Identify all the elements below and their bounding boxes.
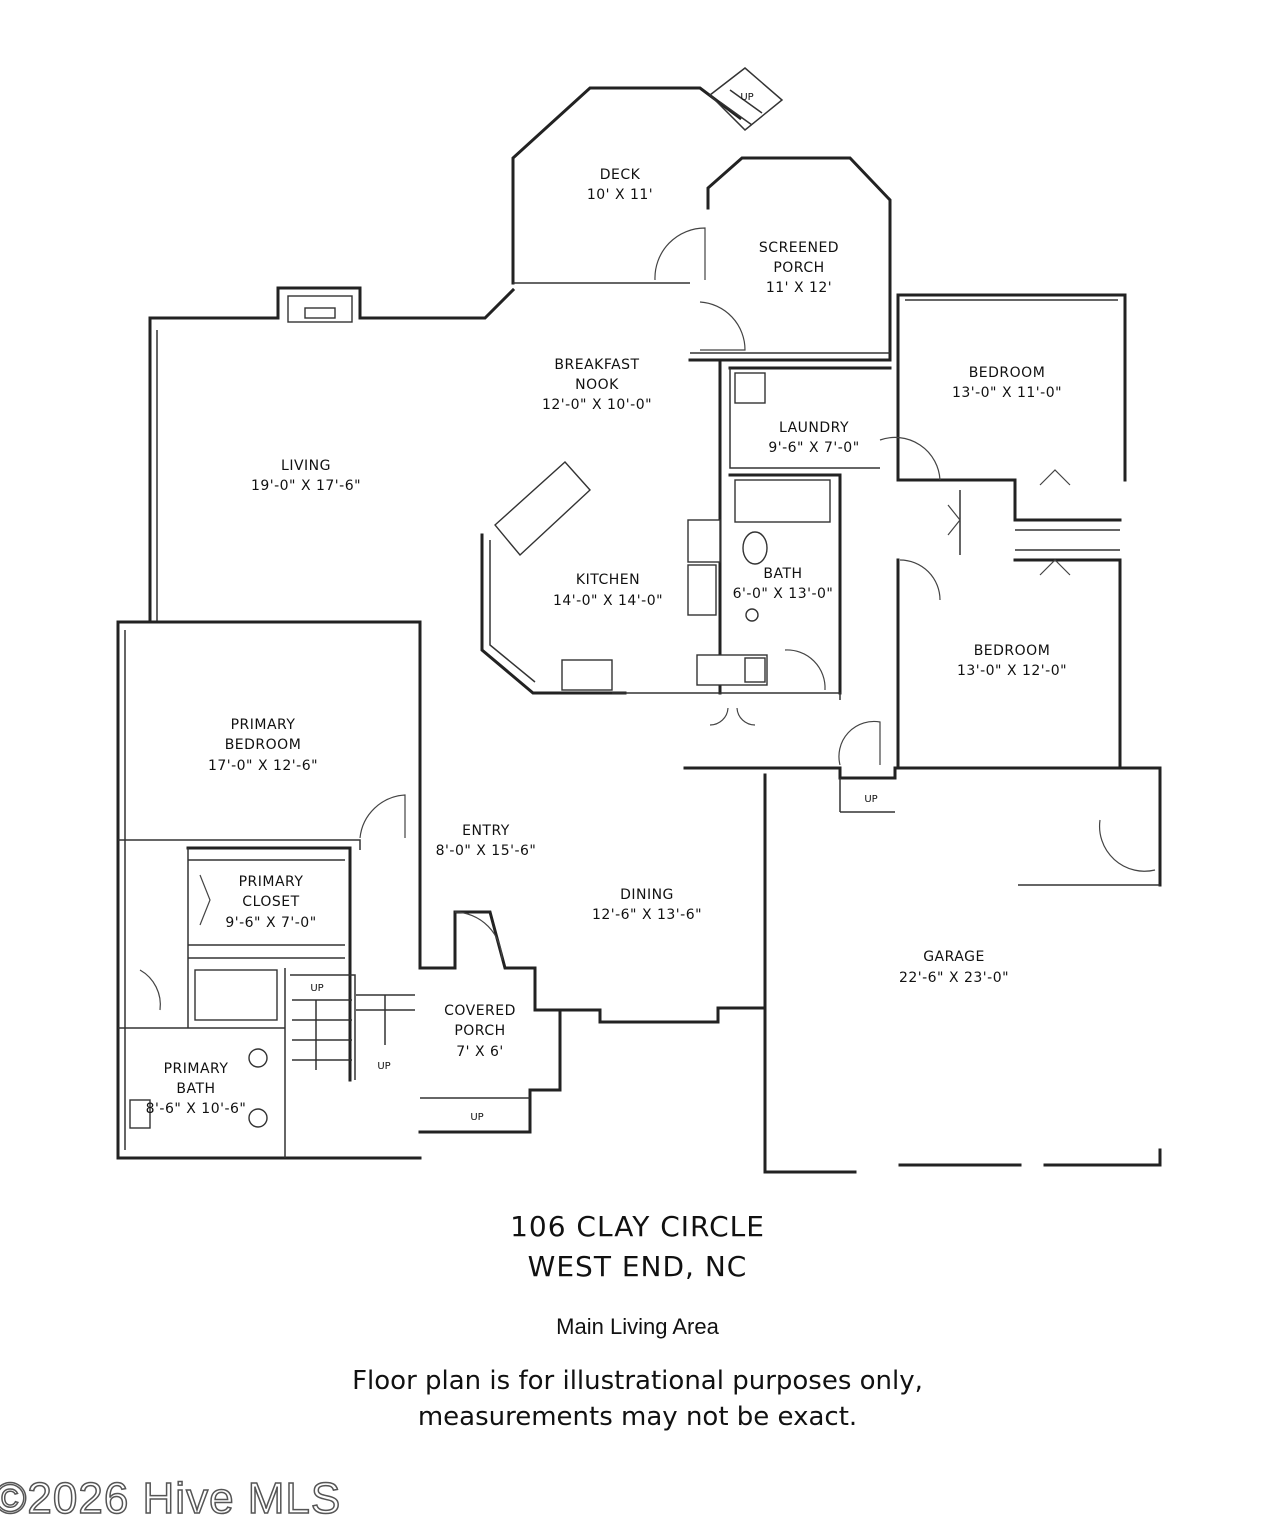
disclaimer-line-1: Floor plan is for illustrational purpose… <box>352 1366 923 1396</box>
room-breakfast-name2: NOOK <box>575 377 619 393</box>
room-labels: DECK 10' X 11' SCREENED PORCH 11' X 12' … <box>146 167 1067 1117</box>
address-line-1: 106 CLAY CIRCLE <box>510 1210 765 1243</box>
room-garage-name: GARAGE <box>923 949 985 965</box>
room-bedroom1-dims: 13'-0" X 11'-0" <box>952 385 1062 401</box>
room-primary-closet-dims: 9'-6" X 7'-0" <box>225 915 316 931</box>
door-swings <box>139 227 1156 1011</box>
room-deck-dims: 10' X 11' <box>587 187 653 203</box>
room-primary-bedroom-name2: BEDROOM <box>225 737 302 753</box>
room-covered-porch-name2: PORCH <box>454 1023 505 1039</box>
room-breakfast-name: BREAKFAST <box>554 357 639 373</box>
room-dining-name: DINING <box>620 887 674 903</box>
room-primary-bedroom-dims: 17'-0" X 12'-6" <box>208 758 318 774</box>
room-living-dims: 19'-0" X 17'-6" <box>251 478 361 494</box>
room-covered-porch-name: COVERED <box>444 1003 516 1019</box>
watermark: ©2026 Hive MLS <box>0 1473 342 1524</box>
room-laundry-name: LAUNDRY <box>779 420 849 436</box>
room-breakfast-dims: 12'-0" X 10'-0" <box>542 397 652 413</box>
room-primary-closet-name2: CLOSET <box>242 894 299 910</box>
stair-up-label-porch: UP <box>470 1112 483 1123</box>
bath-fixtures <box>129 969 278 1129</box>
room-bedroom2-name: BEDROOM <box>974 643 1051 659</box>
room-kitchen-dims: 14'-0" X 14'-0" <box>553 593 663 609</box>
room-deck-name: DECK <box>600 167 641 183</box>
room-bedroom2-dims: 13'-0" X 12'-0" <box>957 663 1067 679</box>
room-bath-name: BATH <box>763 566 802 582</box>
room-entry-name: ENTRY <box>462 823 510 839</box>
room-garage-dims: 22'-6" X 23'-0" <box>899 970 1009 986</box>
room-primary-closet-name: PRIMARY <box>239 874 304 890</box>
room-entry-dims: 8'-0" X 15'-6" <box>436 843 537 859</box>
room-primary-bath-name: PRIMARY <box>164 1061 229 1077</box>
stair-labels: UP UP UP UP UP <box>310 92 877 1123</box>
stair-up-label-side: UP <box>377 1061 390 1072</box>
room-primary-bath-name2: BATH <box>176 1081 215 1097</box>
room-kitchen-name: KITCHEN <box>576 572 640 588</box>
room-primary-bedroom-name: PRIMARY <box>231 717 296 733</box>
room-living-name: LIVING <box>281 458 331 474</box>
stair-up-label-interior: UP <box>310 983 323 994</box>
room-screened-dims: 11' X 12' <box>766 280 832 296</box>
room-primary-bath-dims: 8'-6" X 10'-6" <box>146 1101 247 1117</box>
floor-subtitle: Main Living Area <box>556 1314 719 1339</box>
room-screened-name: SCREENED <box>759 240 839 256</box>
stair-up-label-deck: UP <box>740 92 753 103</box>
room-bath-dims: 6'-0" X 13'-0" <box>733 586 834 602</box>
exterior-walls <box>116 67 1162 1174</box>
room-laundry-dims: 9'-6" X 7'-0" <box>768 440 859 456</box>
room-screened-name2: PORCH <box>773 260 824 276</box>
room-dining-dims: 12'-6" X 13'-6" <box>592 907 702 923</box>
room-covered-porch-dims: 7' X 6' <box>456 1044 504 1060</box>
address-line-2: WEST END, NC <box>527 1250 748 1283</box>
room-bedroom1-name: BEDROOM <box>969 365 1046 381</box>
disclaimer-line-2: measurements may not be exact. <box>417 1402 858 1432</box>
stair-up-label-garage: UP <box>864 794 877 805</box>
